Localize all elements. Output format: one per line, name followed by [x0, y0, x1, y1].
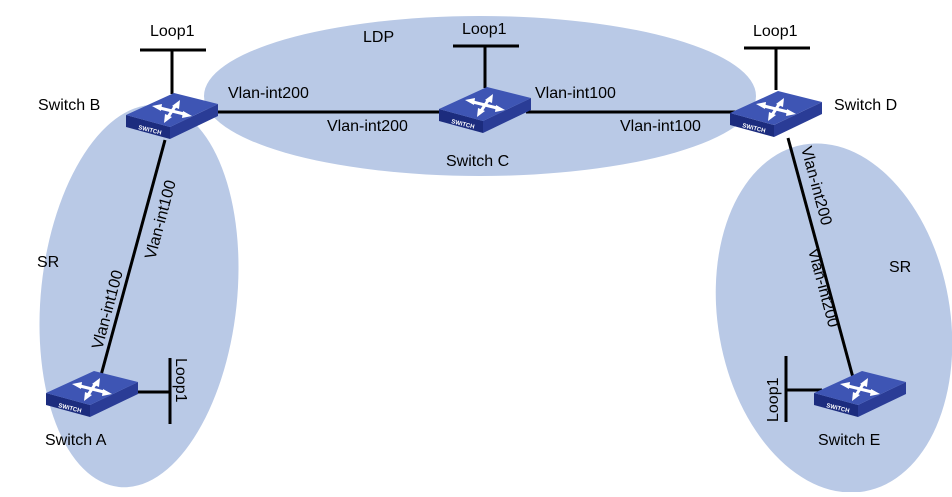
- switch-d-label: Switch D: [834, 97, 897, 114]
- switch-b[interactable]: SWITCH: [126, 93, 218, 139]
- switch-icon: [465, 94, 505, 117]
- link-c-d-label-c: Vlan-int100: [535, 85, 616, 102]
- loop-a-label: Loop1: [172, 358, 189, 403]
- loopbacks: [134, 44, 822, 424]
- switch-icon: [152, 100, 192, 123]
- switch-a-label: Switch A: [45, 432, 107, 449]
- switch-e-label: Switch E: [818, 432, 880, 449]
- switch-badge: SWITCH: [451, 119, 475, 131]
- sr-right-region-label: SR: [889, 259, 911, 276]
- switch-icon: [756, 98, 796, 121]
- ldp-region-label: LDP: [363, 29, 394, 46]
- switch-badge: SWITCH: [826, 403, 850, 415]
- sr-left-region-label: SR: [37, 254, 59, 271]
- link-b-c-label-b: Vlan-int200: [228, 85, 309, 102]
- switch-icon: [840, 378, 880, 401]
- link-d-e: [786, 137, 857, 386]
- loop-b-label: Loop1: [150, 23, 195, 40]
- switch-a[interactable]: SWITCH: [46, 371, 138, 417]
- switch-b-label: Switch B: [38, 97, 100, 114]
- switch-icon: [72, 378, 112, 401]
- sr-right-region: [715, 143, 952, 493]
- switch-e[interactable]: SWITCH: [814, 371, 906, 417]
- links: [95, 110, 857, 391]
- link-b-a: [95, 139, 167, 391]
- switch-d[interactable]: SWITCH: [730, 91, 822, 137]
- link-b-c-label-c: Vlan-int200: [327, 118, 408, 135]
- switch-badge: SWITCH: [742, 123, 766, 135]
- loop-c-label: Loop1: [462, 21, 507, 38]
- link-c-d-label-d: Vlan-int100: [620, 118, 701, 135]
- switch-c-label: Switch C: [446, 153, 509, 170]
- loop-e-label: Loop1: [765, 377, 782, 422]
- loop-d-label: Loop1: [753, 23, 798, 40]
- switch-c[interactable]: SWITCH: [439, 87, 531, 133]
- switch-badge: SWITCH: [58, 403, 82, 415]
- switch-badge: SWITCH: [138, 125, 162, 137]
